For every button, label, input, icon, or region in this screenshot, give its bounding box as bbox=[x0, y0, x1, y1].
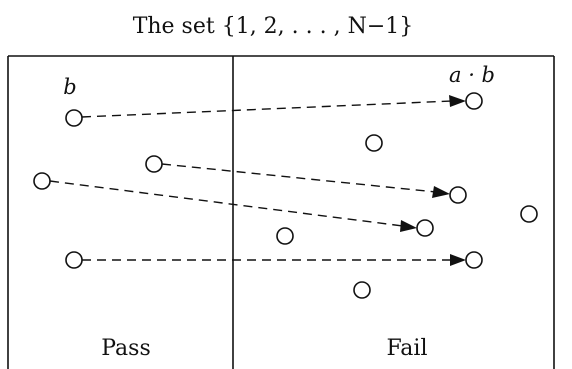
node-fail-8 bbox=[353, 281, 371, 299]
label-ab: a · b bbox=[449, 63, 495, 87]
node-fail-7 bbox=[465, 251, 483, 269]
node-fail-6 bbox=[276, 227, 294, 245]
node-fail-1 bbox=[465, 92, 483, 110]
mapping-arrow-1 bbox=[81, 100, 453, 118]
mapping-arrow-2-head bbox=[432, 186, 450, 198]
node-fail-5 bbox=[416, 219, 434, 237]
fail-label: Fail bbox=[387, 336, 428, 361]
node-pass-3 bbox=[33, 172, 51, 190]
mapping-arrow-3 bbox=[49, 180, 404, 227]
label-b: b bbox=[63, 75, 76, 99]
mapping-arrow-1-head bbox=[449, 95, 466, 107]
mapping-arrow-3-head bbox=[400, 220, 417, 232]
node-pass-4 bbox=[65, 251, 83, 269]
diagram-title: The set {1, 2, . . . , N−1} bbox=[133, 14, 414, 39]
node-pass-1 bbox=[65, 109, 83, 127]
mapping-arrow-4-head bbox=[450, 254, 466, 266]
pass-label: Pass bbox=[101, 336, 151, 361]
mapping-arrow-2 bbox=[161, 163, 437, 193]
node-pass-2 bbox=[145, 155, 163, 173]
node-fail-3 bbox=[449, 186, 467, 204]
node-fail-4 bbox=[520, 205, 538, 223]
node-fail-2 bbox=[365, 134, 383, 152]
